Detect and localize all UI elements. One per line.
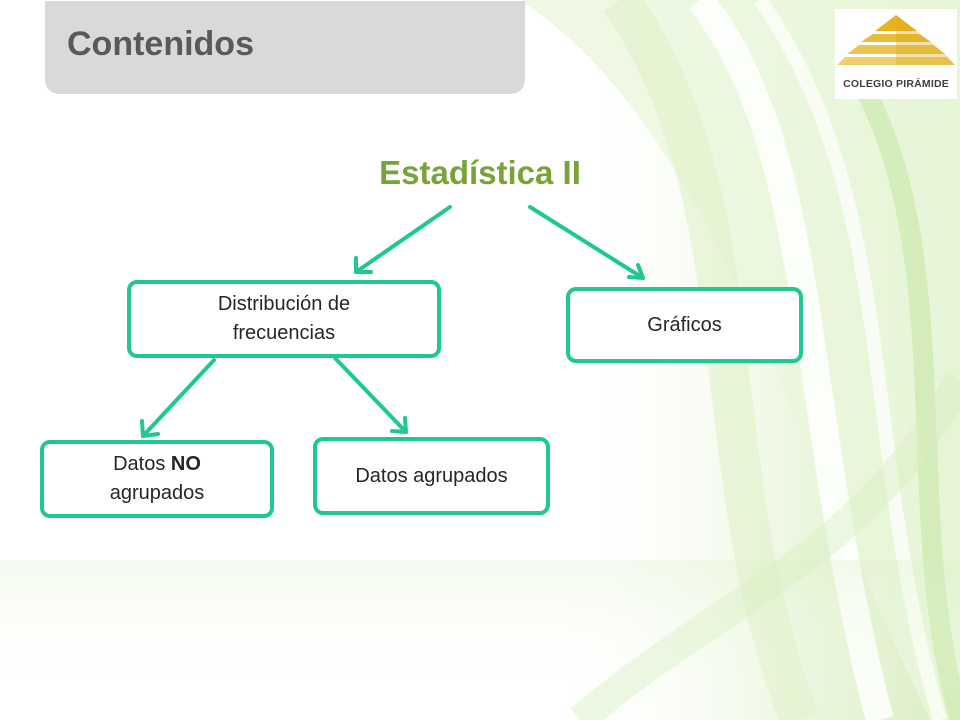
node-datos-no-prefix: Datos xyxy=(113,453,171,475)
node-distribucion-line2: frecuencias xyxy=(232,322,336,344)
node-datos-no-line1: Datos NO xyxy=(110,450,205,479)
node-graficos: Gráficos xyxy=(566,287,803,363)
title-banner: Contenidos xyxy=(45,1,525,94)
node-distribucion-line1: Distribución de xyxy=(217,293,351,315)
arrow-distribucion-to-datos-no xyxy=(141,358,216,438)
node-graficos-label: Gráficos xyxy=(647,313,722,336)
slide-title: Contenidos xyxy=(67,25,254,63)
main-heading: Estadística II xyxy=(379,154,581,191)
connector-arrows xyxy=(140,205,645,438)
node-datos-agrupados-label: Datos agrupados xyxy=(355,464,508,487)
node-datos-no-emphasis: NO xyxy=(170,453,201,475)
arrowhead-distribucion xyxy=(354,256,373,274)
node-datos-no-line2: agrupados xyxy=(109,482,205,504)
arrow-distribucion-to-datos-agrupados xyxy=(333,356,408,434)
arrowhead-graficos xyxy=(627,263,645,280)
arrowhead-datos-agrupados xyxy=(390,416,408,434)
node-distribucion-de-frecuencias: Distribución de frecuencias xyxy=(127,280,441,358)
arrow-heading-to-distribucion xyxy=(354,205,452,274)
arrow-heading-to-graficos xyxy=(528,205,645,280)
school-logo: COLEGIO PIRÁMIDE xyxy=(835,9,957,99)
arrowhead-datos-no xyxy=(140,419,160,438)
node-datos-agrupados: Datos agrupados xyxy=(313,437,550,515)
pyramid-logo-icon xyxy=(837,15,955,65)
logo-text: COLEGIO PIRÁMIDE xyxy=(843,78,949,90)
node-datos-no-agrupados: Datos NO agrupados xyxy=(40,440,274,518)
